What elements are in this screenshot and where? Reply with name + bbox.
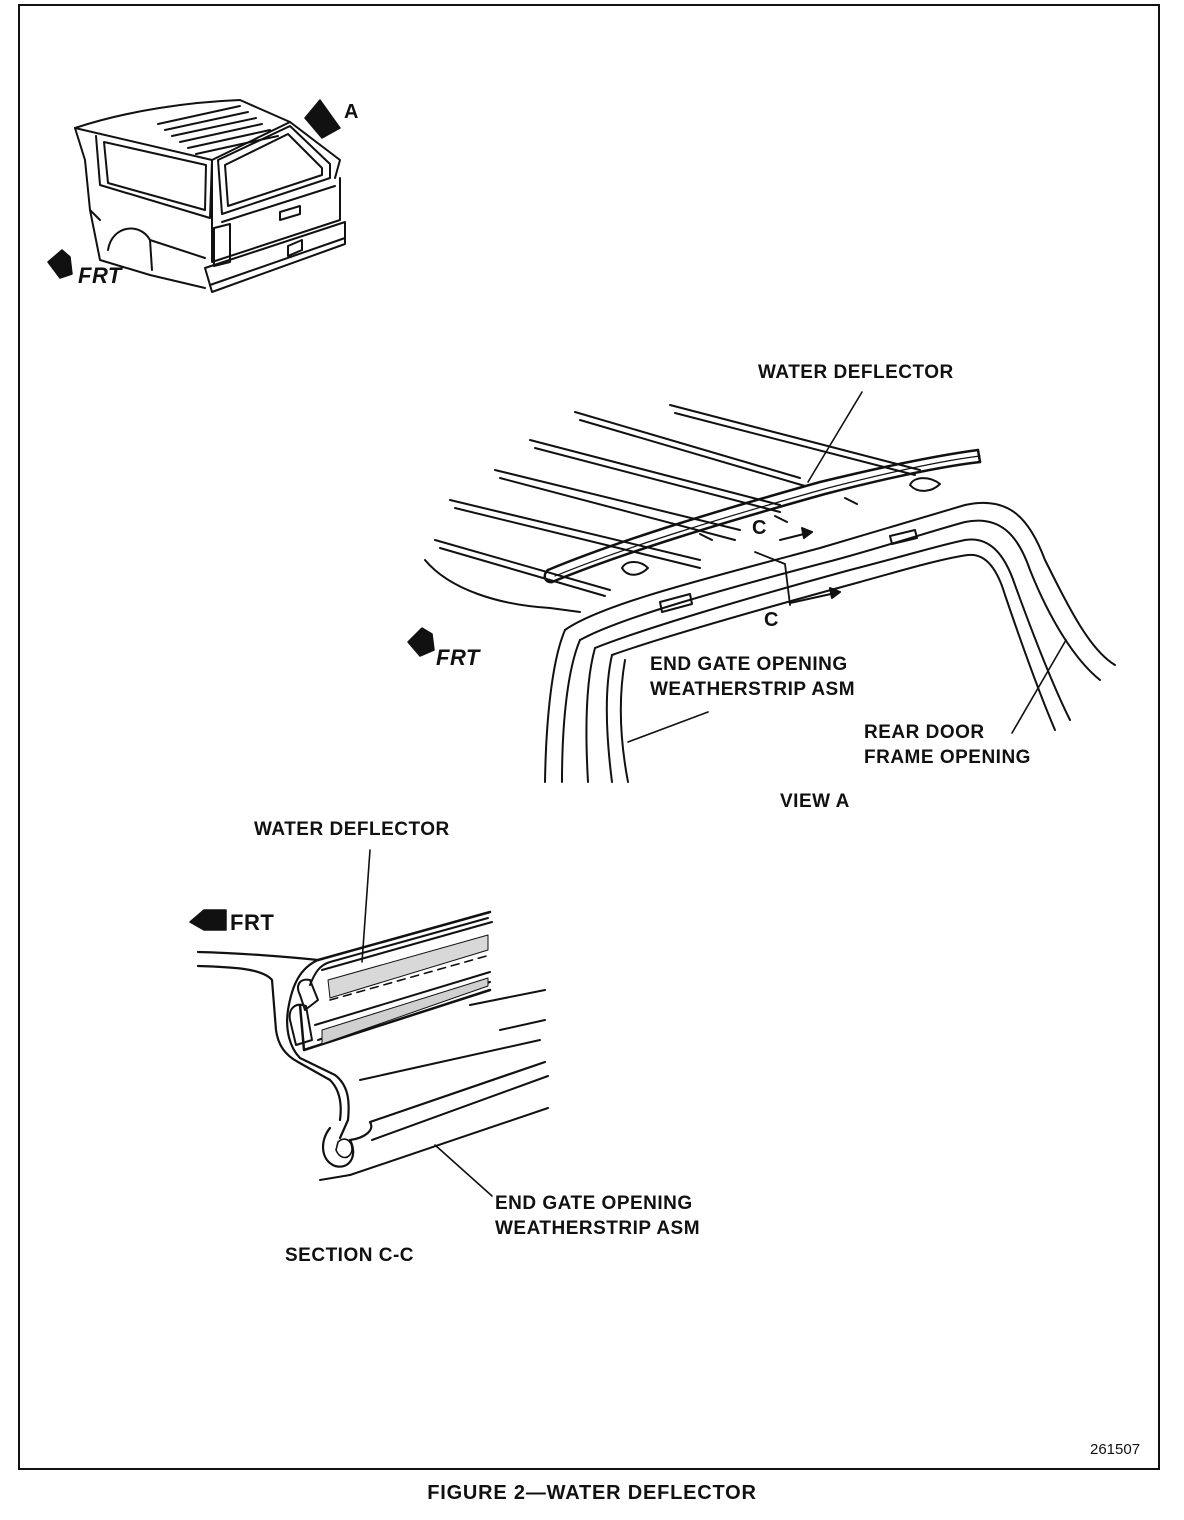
- section-cc-title: SECTION C-C: [285, 1245, 414, 1266]
- section-water-deflector-label: WATER DEFLECTOR: [254, 819, 450, 840]
- section-cc-drawing: [189, 849, 549, 1197]
- section-end-gate-line1: END GATE OPENING: [495, 1193, 693, 1214]
- vehicle-overview: [47, 99, 346, 293]
- section-mark-top: C: [752, 517, 767, 539]
- rear-door-label-line2: FRAME OPENING: [864, 747, 1031, 768]
- view-a-title: VIEW A: [780, 791, 850, 812]
- rear-door-label-line1: REAR DOOR: [864, 722, 985, 743]
- overview-front-label: FRT: [78, 263, 122, 288]
- figure-caption: FIGURE 2—WATER DEFLECTOR: [427, 1482, 757, 1504]
- figure-border: [18, 4, 1160, 1470]
- end-gate-label-line2: WEATHERSTRIP ASM: [650, 679, 856, 700]
- view-a-drawing: [407, 391, 1116, 783]
- section-mark-bottom: C: [764, 609, 779, 631]
- section-end-gate-line2: WEATHERSTRIP ASM: [495, 1218, 701, 1239]
- view-a-marker-label: A: [344, 101, 359, 123]
- view-a-front-label: FRT: [436, 645, 480, 670]
- section-front-label: FRT: [230, 910, 275, 935]
- end-gate-label-line1: END GATE OPENING: [650, 654, 848, 675]
- figure-number: 261507: [1090, 1441, 1141, 1458]
- water-deflector-label: WATER DEFLECTOR: [758, 362, 954, 383]
